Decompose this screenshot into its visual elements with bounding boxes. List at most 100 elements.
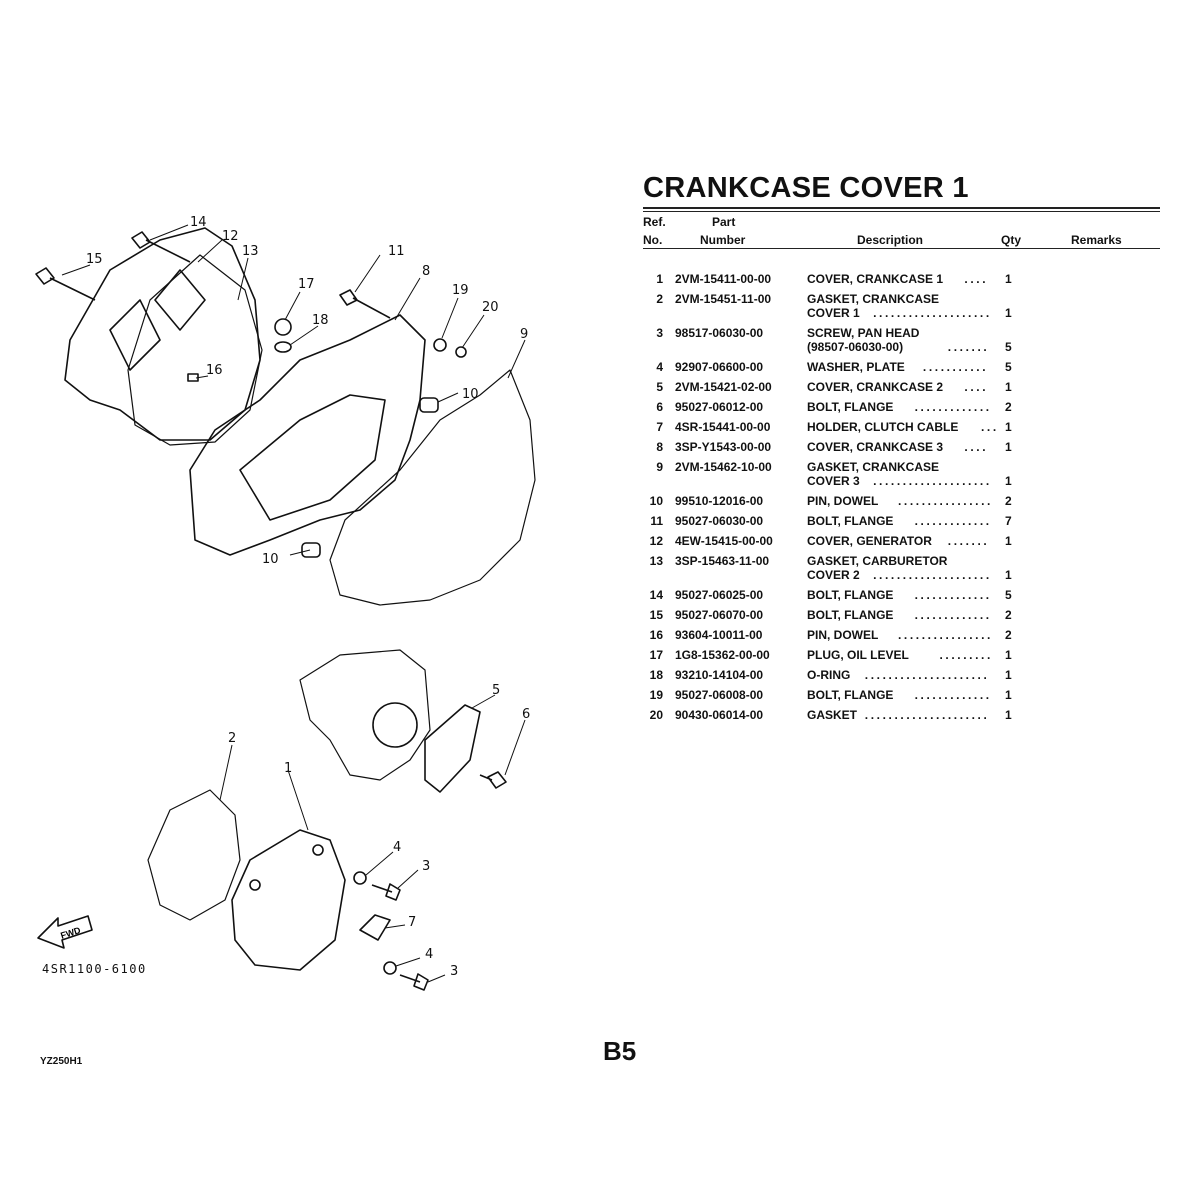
part-description: BOLT, FLANGE xyxy=(807,514,991,528)
description-line-1: PIN, DOWEL xyxy=(807,494,879,508)
callout-11: 11 xyxy=(388,244,405,259)
washer-4-shape xyxy=(353,871,367,885)
callout-12: 12 xyxy=(222,229,239,244)
leader-dots: ... xyxy=(981,420,999,434)
part-number: 2VM-15462-10-00 xyxy=(675,460,772,474)
description-line-1: COVER, CRANKCASE 1 xyxy=(807,272,944,286)
description-line-1: HOLDER, CLUTCH CABLE xyxy=(807,420,959,434)
part-description: O-RING xyxy=(807,668,991,682)
ref-number: 14 xyxy=(649,588,663,602)
ref-number: 15 xyxy=(649,608,663,622)
header-qty: Qty xyxy=(1001,233,1022,247)
callout-9: 9 xyxy=(520,327,528,342)
ref-number: 8 xyxy=(656,440,663,454)
part-description: PIN, DOWEL xyxy=(807,494,991,508)
quantity: 5 xyxy=(1005,340,1012,354)
leader-dots: .................... xyxy=(873,568,992,582)
description-line-1: GASKET, CRANKCASE xyxy=(807,292,940,306)
leader-dots: ........... xyxy=(922,360,989,374)
ref-number: 3 xyxy=(656,326,663,340)
crankcase-gasket-3-shape xyxy=(329,369,536,606)
ref-number: 12 xyxy=(649,534,663,548)
quantity: 2 xyxy=(1005,494,1012,508)
ref-number: 17 xyxy=(649,648,663,662)
header-ref-1: Ref. xyxy=(643,215,666,229)
part-number: 2VM-15451-11-00 xyxy=(675,292,772,306)
part-description: COVER, CRANKCASE 2 xyxy=(807,380,991,394)
callout-4b: 4 xyxy=(425,947,433,962)
callout-1: 1 xyxy=(284,761,292,776)
part-number: 95027-06030-00 xyxy=(675,514,764,528)
bolt-6-shape xyxy=(479,771,507,789)
part-description: WASHER, PLATE xyxy=(807,360,991,374)
part-number: 98517-06030-00 xyxy=(675,326,764,340)
quantity: 1 xyxy=(1005,568,1012,582)
quantity: 5 xyxy=(1005,588,1012,602)
callout-10: 10 xyxy=(462,387,479,402)
bolt-11-shape xyxy=(339,289,391,319)
leader-dots: ....... xyxy=(947,340,990,354)
quantity: 2 xyxy=(1005,400,1012,414)
leader-dots: .................... xyxy=(873,474,992,488)
part-number: 90430-06014-00 xyxy=(675,708,764,722)
ref-number: 2 xyxy=(656,292,663,306)
title-rule-top xyxy=(643,207,1160,209)
callout-8: 8 xyxy=(422,264,430,279)
description-line-1: PLUG, OIL LEVEL xyxy=(807,648,909,662)
leader-dots: .... xyxy=(964,440,989,454)
description-line-1: SCREW, PAN HEAD xyxy=(807,326,920,340)
quantity: 1 xyxy=(1005,380,1012,394)
description-line-1: BOLT, FLANGE xyxy=(807,608,894,622)
callout-17: 17 xyxy=(298,277,315,292)
table-row: 4 92907-06600-00 WASHER, PLATE........... 5 xyxy=(643,360,1160,380)
callout-7: 7 xyxy=(408,915,416,930)
screw-3b-shape xyxy=(399,973,429,991)
quantity: 1 xyxy=(1005,306,1012,320)
part-number: 99510-12016-00 xyxy=(675,494,764,508)
quantity: 1 xyxy=(1005,420,1012,434)
part-number: 92907-06600-00 xyxy=(675,360,764,374)
part-number: 93210-14104-00 xyxy=(675,668,764,682)
part-description: HOLDER, CLUTCH CABLE xyxy=(807,420,991,434)
part-description: GASKET xyxy=(807,708,991,722)
oil-level-plug-shape xyxy=(274,318,292,336)
model-code: YZ250H1 xyxy=(40,1056,83,1067)
leader-dots: ..................... xyxy=(864,668,990,682)
quantity: 1 xyxy=(1005,474,1012,488)
callout-13: 13 xyxy=(242,244,259,259)
callout-16: 16 xyxy=(206,363,223,378)
fwd-label: FWD xyxy=(59,925,82,941)
header-rule xyxy=(643,248,1160,249)
description-line-1: GASKET, CARBURETOR xyxy=(807,554,948,568)
ref-number: 4 xyxy=(656,360,663,374)
part-number: 4SR-15441-00-00 xyxy=(675,420,771,434)
description-line-1: GASKET, CRANKCASE xyxy=(807,460,940,474)
header-remarks: Remarks xyxy=(1071,233,1122,247)
part-description: BOLT, FLANGE xyxy=(807,608,991,622)
callout-6: 6 xyxy=(522,707,530,722)
quantity: 5 xyxy=(1005,360,1012,374)
part-description: PIN, DOWEL xyxy=(807,628,991,642)
part-number: 3SP-15463-11-00 xyxy=(675,554,770,568)
leader-dots: ............. xyxy=(914,514,992,528)
page-number: B5 xyxy=(603,1036,637,1066)
ref-number: 18 xyxy=(649,668,663,682)
callout-5: 5 xyxy=(492,683,500,698)
description-line-1: BOLT, FLANGE xyxy=(807,688,894,702)
description-line-1: BOLT, FLANGE xyxy=(807,400,894,414)
header-part-2: Number xyxy=(700,233,746,247)
callout-19: 19 xyxy=(452,283,469,298)
quantity: 2 xyxy=(1005,608,1012,622)
quantity: 1 xyxy=(1005,648,1012,662)
ref-number: 16 xyxy=(649,628,663,642)
